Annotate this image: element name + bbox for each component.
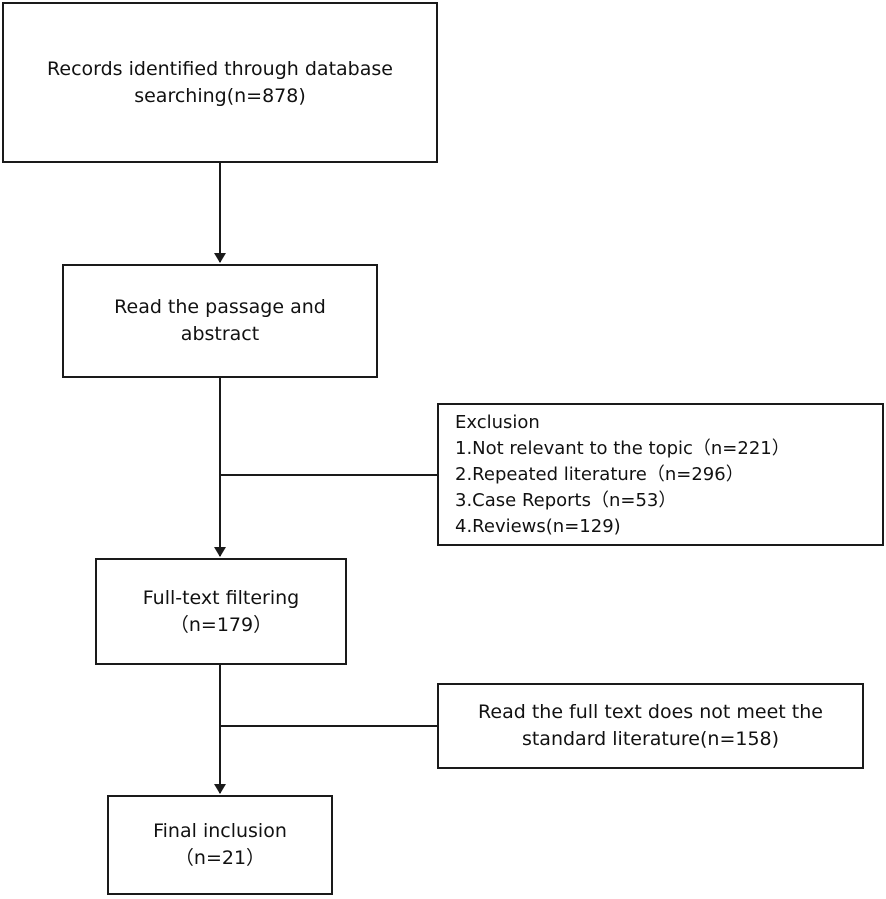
exclusion-box: Exclusion 1.Not relevant to the topic（n=… [437,403,884,546]
full-text-filtering-box: Full-text filtering （n=179） [95,558,347,665]
records-identified-box: Records identified through database sear… [2,2,438,163]
records-line-2: searching(n=878) [134,84,306,107]
full-text-excluded-line-1: Read the full text does not meet the [478,701,823,723]
read-abstract-line-1: Read the passage and [114,296,326,318]
exclusion-heading: Exclusion [455,411,540,433]
records-line-1: Records identified through database [47,57,393,80]
final-inclusion-line-1: Final inclusion [153,820,287,842]
exclusion-item: 3.Case Reports（n=53） [455,489,677,511]
full-text-filtering-line-2: （n=179） [169,613,273,636]
read-abstract-line-2: abstract [180,323,260,345]
exclusion-item: 1.Not relevant to the topic（n=221） [455,437,790,459]
final-inclusion-box: Final inclusion （n=21） [107,795,333,895]
exclusion-item: 4.Reviews(n=129) [455,515,621,537]
exclusion-item: 2.Repeated literature（n=296） [455,463,744,485]
full-text-excluded-line-2: standard literature(n=158) [521,728,780,750]
full-text-excluded-box: Read the full text does not meet the sta… [437,683,864,769]
full-text-filtering-line-1: Full-text filtering [142,586,300,609]
read-abstract-box: Read the passage and abstract [62,264,378,378]
final-inclusion-line-2: （n=21） [174,847,266,869]
